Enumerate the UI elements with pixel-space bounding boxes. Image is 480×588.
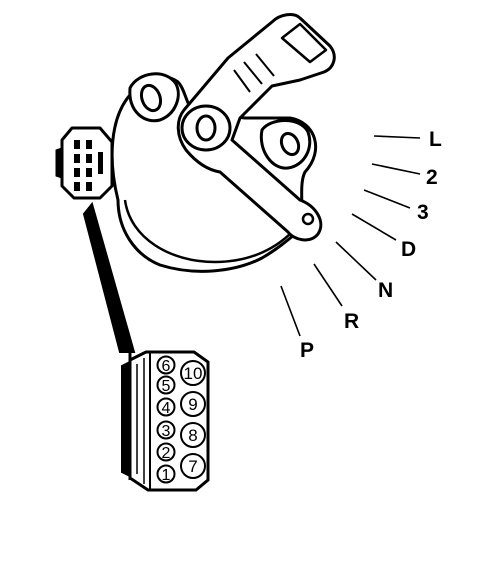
right-mounting-hole [279, 131, 301, 157]
leader-2 [371, 163, 421, 175]
switch-body [110, 72, 318, 273]
pin-label: 6 [162, 358, 171, 375]
position-label-N: N [378, 279, 393, 302]
position-label-D: D [401, 238, 416, 261]
switch-connector-socket [55, 126, 114, 200]
leader-P [280, 285, 301, 337]
pin-label: 8 [188, 426, 197, 445]
pin-label: 7 [188, 457, 197, 476]
leader-D [351, 213, 397, 241]
leader-L [373, 135, 421, 139]
pin-label: 2 [162, 445, 171, 462]
position-label-2: 2 [426, 166, 438, 189]
lever-pointer-pin [301, 212, 315, 226]
pin-column-right [180, 360, 206, 479]
position-leader-lines [280, 135, 421, 337]
pin-label: 10 [184, 364, 203, 383]
leader-3 [363, 189, 411, 209]
pin-label: 3 [162, 423, 171, 440]
position-label-P: P [300, 339, 314, 362]
mounting-holes [139, 83, 301, 157]
pin-column-left [156, 355, 176, 484]
position-label-3: 3 [417, 201, 429, 224]
position-labels: L 2 3 D N R P [300, 128, 442, 362]
socket-cavities [74, 140, 103, 191]
hub-hole [195, 114, 217, 142]
connector-pinout: 6 5 4 3 2 1 10 9 8 7 [121, 350, 210, 492]
shift-lever [176, 13, 336, 242]
connector-leader [82, 201, 136, 353]
pin-label: 9 [188, 395, 197, 414]
position-label-R: R [344, 310, 359, 333]
pin-label: 5 [162, 378, 171, 395]
lever-hub [180, 104, 232, 152]
leader-R [313, 263, 343, 307]
pin-label: 4 [162, 400, 171, 417]
position-label-L: L [429, 128, 442, 151]
left-mounting-hole [139, 83, 163, 113]
leader-N [335, 241, 377, 281]
pin-label: 1 [162, 467, 171, 484]
